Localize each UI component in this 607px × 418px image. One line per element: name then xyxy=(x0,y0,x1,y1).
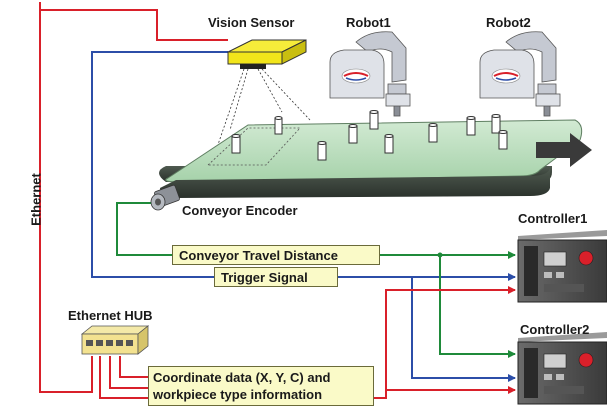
robot-icon xyxy=(329,31,411,117)
conveyor-icon xyxy=(159,119,583,198)
conveyor-travel-distance-box: Conveyor Travel Distance xyxy=(172,245,380,265)
ethernet-label: Ethernet xyxy=(28,173,44,226)
controller1-label: Controller1 xyxy=(518,211,588,226)
data-lines xyxy=(99,286,516,399)
robot-icon xyxy=(479,31,561,117)
trigger-lines xyxy=(91,51,516,382)
arrow-icon xyxy=(536,133,592,167)
controller2-label: Controller2 xyxy=(520,322,590,337)
vision-sensor-icon xyxy=(227,39,307,69)
trigger-signal-box: Trigger Signal xyxy=(214,267,338,287)
controller-icon xyxy=(517,230,607,303)
ethernet-hub-icon xyxy=(80,325,150,355)
conveyor-encoder-label: Conveyor Encoder xyxy=(182,203,298,218)
coordinate-data-line2: workpiece type information xyxy=(153,387,323,402)
ethernet-lines xyxy=(39,2,228,393)
controller-icon xyxy=(517,332,607,405)
robot2-label: Robot2 xyxy=(486,15,531,30)
coordinate-data-line1: Coordinate data (X, Y, C) and xyxy=(153,370,331,385)
workpieces xyxy=(231,110,508,161)
encoder-icon xyxy=(150,184,180,211)
vision-sensor-label: Vision Sensor xyxy=(208,15,295,30)
ethernet-hub-label: Ethernet HUB xyxy=(68,308,153,323)
coordinate-data-box: Coordinate data (X, Y, C) and workpiece … xyxy=(148,366,374,406)
robot1-label: Robot1 xyxy=(346,15,391,30)
